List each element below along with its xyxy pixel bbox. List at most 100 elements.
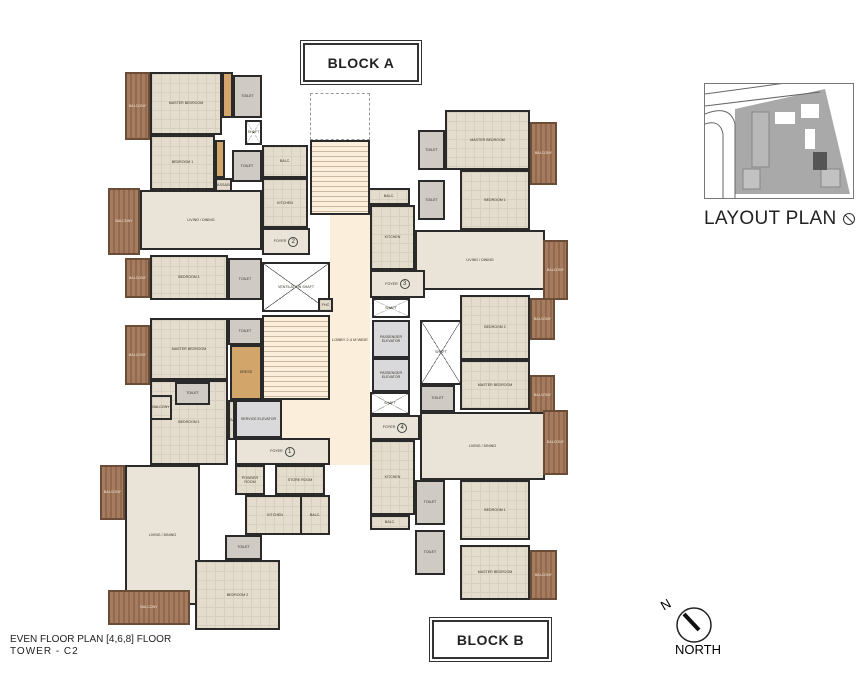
room-lobby: LOBBY 2.4 M WIDE (330, 215, 370, 465)
room-label: BALC. (383, 194, 395, 199)
room-label: SHAFT (384, 401, 396, 406)
room-label: KITCHEN (384, 235, 401, 240)
foyer-number: 2 (288, 236, 299, 247)
room-toilet: TOILET (225, 535, 262, 560)
room-master-bedroom: MASTER BEDROOM (460, 545, 530, 600)
room-balcony: BALCONY (530, 550, 557, 600)
room-master-bedroom: MASTER BEDROOM (460, 360, 530, 410)
room-label: TOILET (186, 391, 199, 396)
room-label: BALCONY (534, 151, 553, 156)
room-dress: DRESS (230, 345, 262, 400)
room-balcony: BALCONY (530, 298, 555, 340)
room-balcony: BALCONY (530, 122, 557, 185)
room-label: MASTER BEDROOM (168, 101, 204, 106)
layout-plan-title: LAYOUT PLAN (704, 208, 856, 230)
room-toilet: TOILET (232, 150, 262, 182)
plan-element (282, 400, 330, 438)
room-label: LIVING / DINING (148, 532, 177, 537)
room-toilet: TOILET (418, 130, 445, 170)
room-balcony: BALCONY (543, 410, 568, 475)
room-label: MASTER BEDROOM (477, 382, 513, 387)
room-label: BEDROOM 1 (484, 507, 506, 512)
room-label: POWDER ROOM (241, 475, 259, 484)
room-balcony: BALCONY (125, 325, 150, 385)
room-living: LIVING / DINING (125, 465, 200, 605)
room-label: LIVING / DINING (468, 443, 497, 448)
foyer-number: 4 (397, 422, 408, 433)
room-label: BALCONY (533, 316, 552, 321)
room-toilet: TOILET (420, 385, 455, 412)
room-label: BEDROOM 2 (226, 592, 249, 597)
room-label: BALCONY (546, 267, 565, 272)
room-label: DRESS (239, 370, 253, 375)
room-toilet: TOILET (415, 480, 445, 525)
room-label: SHAFT (385, 305, 397, 310)
room-toilet: TOILET (175, 382, 210, 405)
plan-element (310, 93, 370, 140)
room-balcony: BALCONY (100, 465, 125, 520)
compass-label: NORTH (675, 642, 721, 657)
room-label: BALCONY (152, 405, 170, 410)
room-label: SHAFT (435, 350, 447, 355)
room-balc: BALC. (370, 515, 410, 530)
room-passenger-elevator: PASSENGER ELEVATOR (372, 320, 410, 358)
room-label: VENTILATION SHAFT (277, 284, 315, 289)
block-a-label: BLOCK A (300, 40, 422, 85)
room-label: TOILET (425, 197, 438, 202)
room-label: PASSAGE (215, 182, 232, 187)
room-balcony: BALCONY (108, 590, 190, 625)
room-label: BALC. (309, 512, 321, 517)
room-balc: BALC. (262, 145, 308, 178)
room-label: FHC (321, 302, 330, 307)
block-b-label: BLOCK B (429, 617, 552, 662)
room-shaft: SHAFT (372, 298, 410, 318)
room-powder: POWDER ROOM (235, 465, 265, 495)
room-living: LIVING / DINING (420, 412, 545, 480)
room-master-bedroom: MASTER BEDROOM (150, 318, 228, 380)
room-label: BALCONY (128, 352, 147, 357)
room-kitchen: KITCHEN (262, 178, 308, 228)
room-shaft: SHAFT (370, 392, 410, 415)
room-label: BALC. (384, 520, 396, 525)
room-bedroom2: BEDROOM 2 (195, 560, 280, 630)
room-toilet: TOILET (228, 258, 262, 300)
room-label: KITCHEN (267, 512, 283, 517)
room-balcony: BALCONY (125, 72, 150, 140)
compass: N NORTH (655, 595, 725, 662)
room-label: BALCONY (128, 275, 147, 280)
room-label: BALCONY (115, 219, 133, 224)
room-label: FOYER (382, 425, 396, 430)
room-living: LIVING / DINING (415, 230, 545, 290)
plan-element (262, 315, 330, 400)
room-living: LIVING / DINING (140, 190, 262, 250)
foyer-number: 3 (399, 279, 410, 289)
compass-north-letter: N (657, 595, 674, 614)
layout-plan-title-text: LAYOUT PLAN (704, 208, 837, 229)
room-label: TOILET (425, 147, 438, 152)
plan-element (310, 140, 370, 215)
room-balcony: BALCONY (543, 240, 568, 300)
room-bedroom1: BEDROOM 1 (460, 170, 530, 230)
room-label: LOBBY 2.4 M WIDE (332, 336, 368, 342)
room-passage: PASSAGE (228, 400, 235, 440)
room-label: BEDROOM 1 (484, 197, 506, 202)
room-label: TOILET (241, 94, 254, 99)
room-label: BALC. (279, 159, 291, 164)
room-label: TOILET (240, 163, 254, 168)
room-kitchen: KITCHEN (370, 205, 415, 270)
room-label: BALCONY (128, 103, 147, 108)
room-balcony: BALCONY (125, 258, 150, 298)
room-toilet: TOILET (233, 75, 262, 118)
room-label: TOILET (237, 545, 250, 550)
room-label: BEDROOM 1 (178, 420, 200, 425)
room-kitchen: KITCHEN (370, 440, 415, 515)
room-label: MASTER BEDROOM (477, 570, 513, 575)
room-label: PASSAGE (229, 417, 235, 422)
room-bedroom2: BEDROOM 2 (460, 295, 530, 360)
room-bedroom1: BEDROOM 1 (150, 255, 228, 300)
plan-element (222, 72, 233, 118)
room-label: MASTER BEDROOM (470, 137, 505, 142)
